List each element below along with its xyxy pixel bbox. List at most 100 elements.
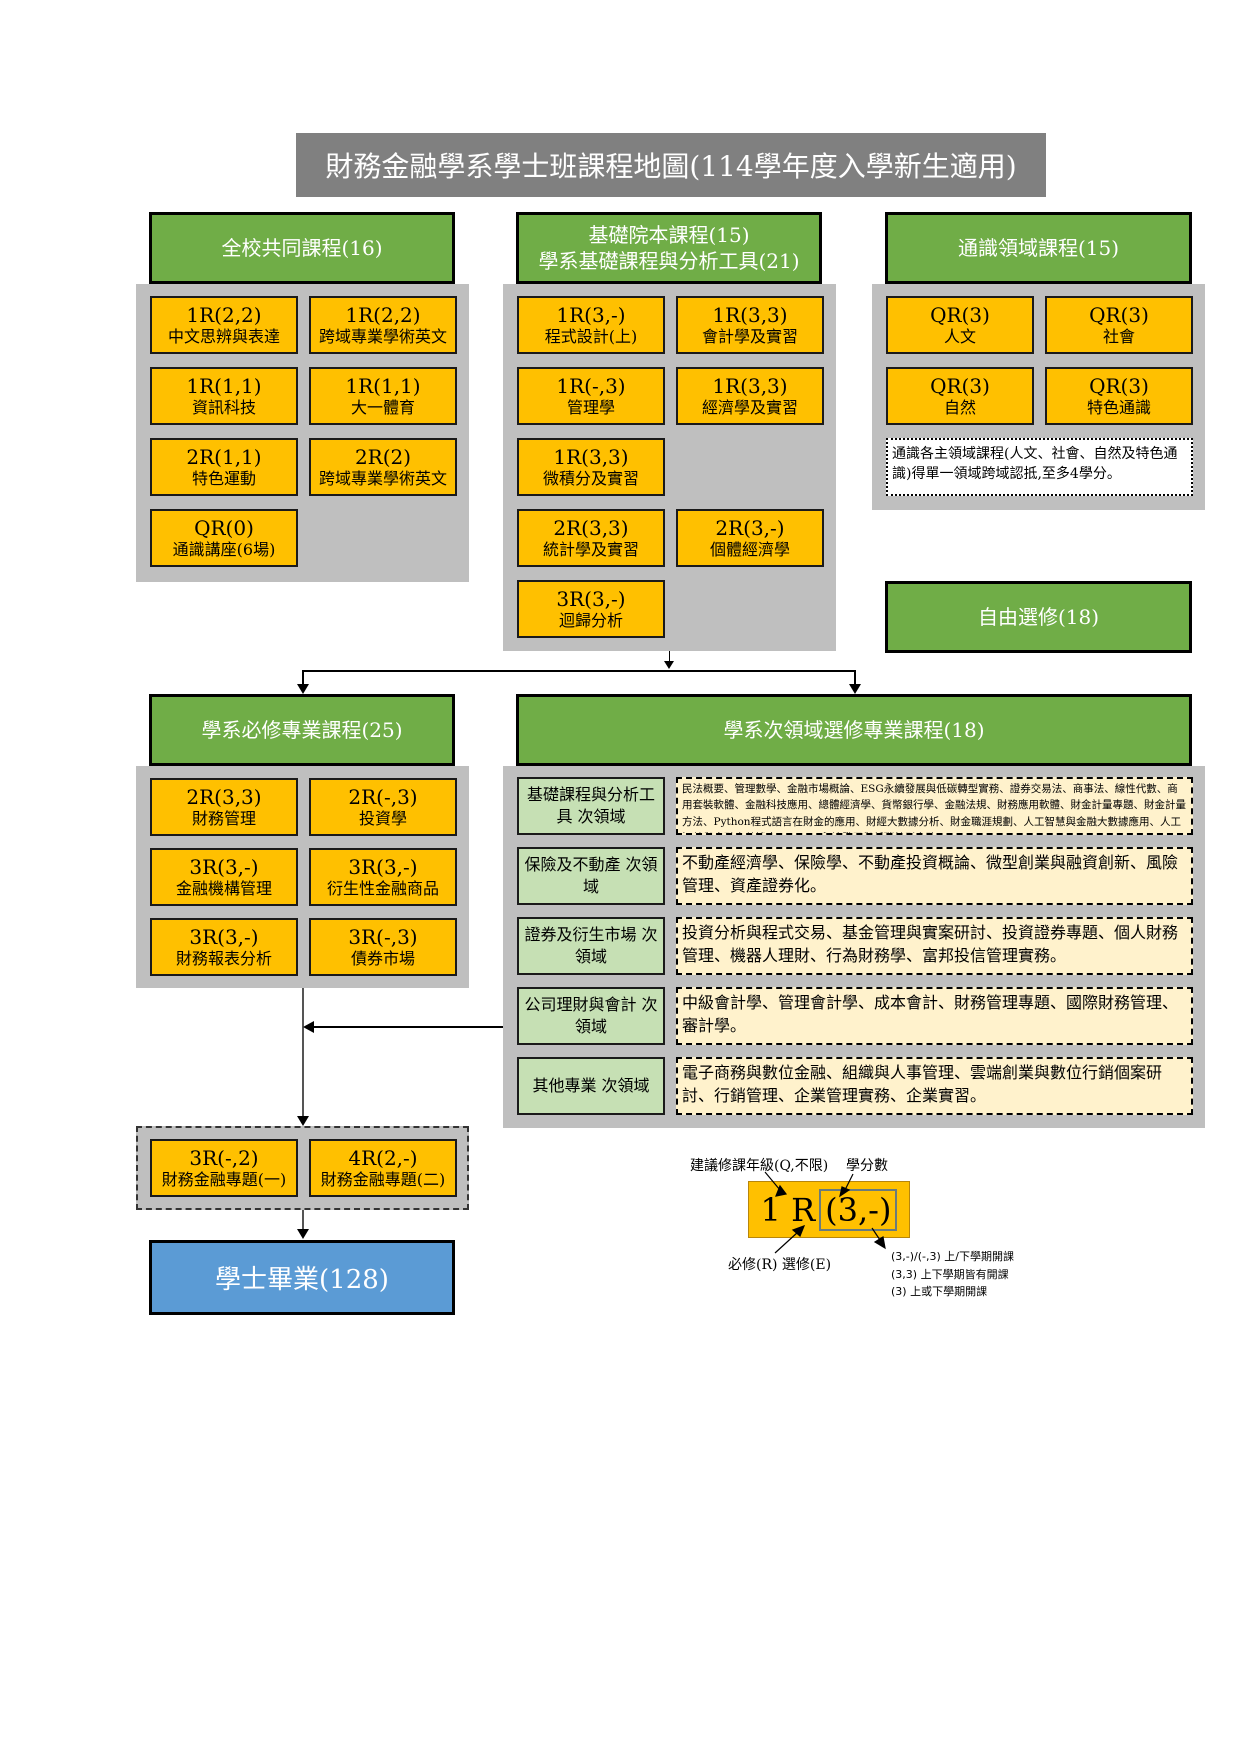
arrow-left-icon [303, 1021, 314, 1033]
course-card[interactable]: 2R(3,-) 個體經濟學 [676, 509, 824, 567]
college-basic-header: 基礎院本課程(15) 學系基礎課程與分析工具(21) [516, 212, 822, 284]
course-code: 3R(-,3) [348, 924, 418, 949]
course-card[interactable]: 1R(1,1) 資訊科技 [150, 367, 298, 425]
course-card[interactable]: 3R(3,-) 衍生性金融商品 [309, 848, 457, 906]
course-card[interactable]: 1R(3,3) 經濟學及實習 [676, 367, 824, 425]
arrow-down-icon [849, 684, 861, 694]
arrowhead-icon [873, 1236, 886, 1250]
connector-line [302, 670, 855, 672]
course-name: 特色運動 [191, 468, 256, 488]
dept-subdomain-header: 學系次領域選修專業課程(18) [516, 694, 1192, 766]
arrow-down-icon [297, 684, 309, 694]
course-code: 1R(3,3) [553, 444, 629, 469]
legend-notes: (3,-)/(-,3) 上/下學期開課 (3,3) 上下學期皆有開課 (3) 上… [891, 1248, 1014, 1301]
course-code: 1R(3,3) [712, 302, 788, 327]
general-education-header: 通識領域課程(15) [885, 212, 1192, 284]
connector-line [854, 670, 856, 686]
course-card[interactable]: 2R(2) 跨域專業學術英文 [309, 438, 457, 496]
dept-required-header: 學系必修專業課程(25) [149, 694, 455, 766]
course-code: 3R(3,-) [556, 586, 626, 611]
course-card[interactable]: 3R(-,2) 財務金融專題(一) [150, 1139, 298, 1197]
course-card[interactable]: QR(3) 人文 [886, 296, 1034, 354]
course-card[interactable]: QR(3) 自然 [886, 367, 1034, 425]
college-basic-header-line1: 基礎院本課程(15) [588, 223, 750, 247]
course-card[interactable]: 1R(3,-) 程式設計(上) [517, 296, 665, 354]
course-code: 4R(2,-) [348, 1145, 418, 1170]
course-card[interactable]: 2R(-,3) 投資學 [309, 778, 457, 836]
course-card[interactable]: 1R(3,3) 微積分及實習 [517, 438, 665, 496]
course-name: 財務金融專題(一) [161, 1169, 287, 1189]
course-card[interactable]: 3R(3,-) 金融機構管理 [150, 848, 298, 906]
legend-sample-grade: 1 R [760, 1190, 816, 1229]
arrowhead-icon [775, 1184, 788, 1197]
course-name: 資訊科技 [191, 397, 256, 417]
course-card[interactable]: 1R(2,2) 中文思辨與表達 [150, 296, 298, 354]
arrowhead-icon [791, 1224, 806, 1238]
graduation-box: 學士畢業(128) [149, 1240, 455, 1315]
course-code: QR(3) [930, 373, 990, 398]
course-name: 跨域專業學術英文 [318, 326, 447, 346]
course-name: 財務管理 [191, 808, 256, 828]
course-code: 1R(1,1) [186, 373, 262, 398]
course-card[interactable]: QR(3) 社會 [1045, 296, 1193, 354]
course-card[interactable]: 1R(-,3) 管理學 [517, 367, 665, 425]
course-name: 通識講座(6場) [172, 539, 276, 559]
course-card[interactable]: 4R(2,-) 財務金融專題(二) [309, 1139, 457, 1197]
course-code: QR(3) [1089, 373, 1149, 398]
course-name: 大一體育 [350, 397, 415, 417]
graduation-label: 學士畢業(128) [215, 1265, 389, 1295]
course-card[interactable]: 3R(3,-) 財務報表分析 [150, 918, 298, 976]
course-card[interactable]: 1R(1,1) 大一體育 [309, 367, 457, 425]
course-code: 1R(2,2) [345, 302, 421, 327]
course-code: 1R(-,3) [556, 373, 626, 398]
legend-arrow-semester [871, 1227, 886, 1250]
course-card[interactable]: 2R(1,1) 特色運動 [150, 438, 298, 496]
course-card[interactable]: 1R(3,3) 會計學及實習 [676, 296, 824, 354]
arrow-down-icon [297, 1116, 309, 1126]
course-name: 金融機構管理 [175, 878, 272, 898]
course-name: 會計學及實習 [701, 326, 798, 346]
course-name: 人文 [943, 326, 976, 346]
subdomain-course-list: 電子商務與數位金融、組織與人事管理、雲端創業與數位行銷個案研討、行銷管理、企業管… [676, 1057, 1193, 1115]
course-card[interactable]: QR(0) 通識講座(6場) [150, 509, 298, 567]
subdomain-course-list: 民法概要、管理數學、金融市場概論、ESG永續發展與低碳轉型實務、證券交易法、商事… [676, 777, 1193, 835]
college-basic-header-line2: 學系基礎課程與分析工具(21) [538, 249, 800, 273]
subdomain-label: 基礎課程與分析工具 次領域 [517, 777, 665, 835]
university-common-header-label: 全校共同課程(16) [221, 236, 383, 260]
subdomain-course-list: 中級會計學、管理會計學、成本會計、財務管理專題、國際財務管理、審計學。 [676, 987, 1193, 1045]
legend-arrow-required [774, 1224, 806, 1254]
connector-line [312, 1026, 503, 1028]
arrowhead-icon [839, 1186, 851, 1198]
course-code: 3R(-,2) [189, 1145, 259, 1170]
course-card[interactable]: 3R(-,3) 債券市場 [309, 918, 457, 976]
subdomain-course-list: 投資分析與程式交易、基金管理與實案研討、投資證券專題、個人財務管理、機器人理財、… [676, 917, 1193, 975]
free-elective-header: 自由選修(18) [885, 581, 1192, 653]
course-code: 2R(2) [354, 444, 412, 469]
course-name: 經濟學及實習 [701, 397, 798, 417]
course-code: 2R(3,-) [715, 515, 785, 540]
subdomain-label: 其他專業 次領域 [517, 1057, 665, 1115]
connector-line [302, 1210, 304, 1232]
course-card[interactable]: 3R(3,-) 迴歸分析 [517, 580, 665, 638]
course-code: 2R(-,3) [348, 784, 418, 809]
connector-line [302, 670, 304, 686]
course-card[interactable]: QR(3) 特色通識 [1045, 367, 1193, 425]
course-card[interactable]: 2R(3,3) 財務管理 [150, 778, 298, 836]
legend-required-label: 必修(R) 選修(E) [728, 1257, 832, 1273]
course-card[interactable]: 2R(3,3) 統計學及實習 [517, 509, 665, 567]
legend-sample-credit: (3,-) [819, 1188, 898, 1231]
course-card[interactable]: 1R(2,2) 跨域專業學術英文 [309, 296, 457, 354]
course-code: 1R(2,2) [186, 302, 262, 327]
course-name: 財務報表分析 [175, 948, 272, 968]
course-code: 1R(3,-) [556, 302, 626, 327]
legend-arrow-credit [839, 1173, 854, 1198]
course-code: 2R(3,3) [186, 784, 262, 809]
subdomain-label: 公司理財與會計 次領域 [517, 987, 665, 1045]
course-name: 中文思辨與表達 [167, 326, 280, 346]
course-code: 1R(1,1) [345, 373, 421, 398]
course-name: 統計學及實習 [542, 539, 639, 559]
course-code: 3R(3,-) [348, 854, 418, 879]
course-name: 跨域專業學術英文 [318, 468, 447, 488]
course-name: 程式設計(上) [544, 326, 638, 346]
course-code: QR(0) [194, 515, 254, 540]
